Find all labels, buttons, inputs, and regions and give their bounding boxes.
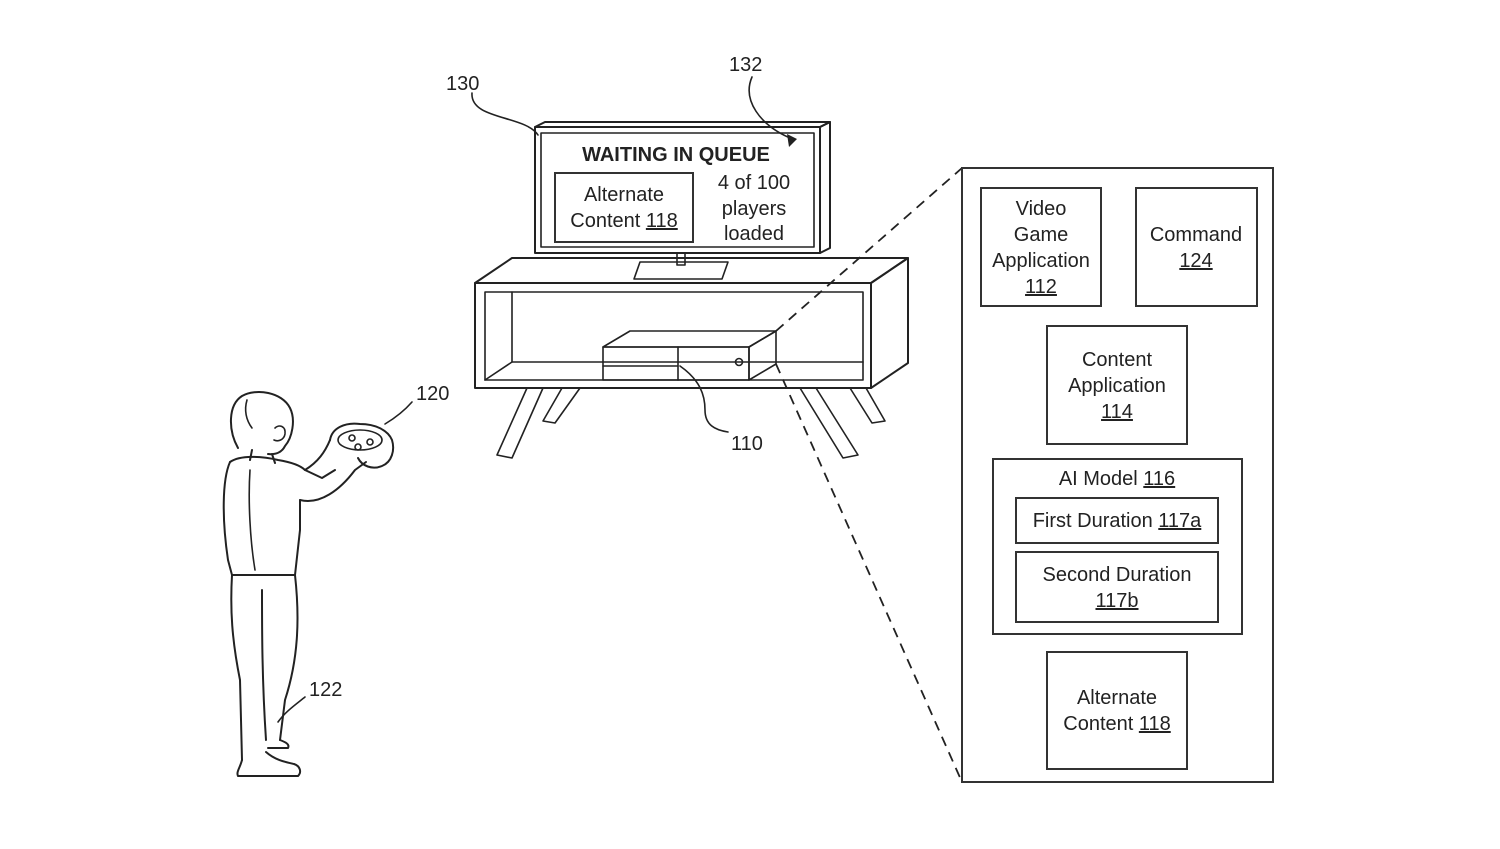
ref-122: 122 — [309, 679, 342, 701]
tv-cabinet — [475, 258, 908, 458]
console-detail-panel: Video Game Application 112 Command 124 C… — [962, 168, 1273, 782]
video-game-line1: Video — [1016, 198, 1067, 220]
alt-content-line1: Alternate — [1077, 687, 1157, 709]
alternate-content-box — [1047, 652, 1187, 769]
game-console — [603, 331, 776, 380]
first-duration-label: First Duration 117a — [1033, 510, 1202, 532]
leader-130 — [472, 93, 538, 135]
second-duration-label: Second Duration — [1043, 564, 1192, 586]
command-label: Command — [1150, 224, 1242, 246]
user-figure — [224, 392, 393, 776]
second-duration-num: 117b — [1095, 590, 1138, 612]
television: WAITING IN QUEUE Alternate Content 118 4… — [535, 122, 830, 279]
content-app-num: 114 — [1101, 401, 1133, 423]
content-app-line2: Application — [1068, 375, 1166, 397]
leader-120 — [385, 402, 412, 424]
zoom-line-bottom — [776, 364, 962, 782]
alt-content-line2: Content 118 — [1063, 713, 1171, 735]
arrow-132 — [787, 134, 797, 147]
video-game-line2: Game — [1014, 224, 1068, 246]
ref-110: 110 — [731, 433, 763, 455]
queue-status-line3: loaded — [724, 223, 784, 245]
queue-status-line2: players — [722, 198, 786, 220]
video-game-num: 112 — [1025, 276, 1057, 298]
ref-120: 120 — [416, 383, 449, 405]
screen-title: WAITING IN QUEUE — [582, 144, 770, 166]
leader-132 — [749, 77, 790, 138]
ref-130: 130 — [446, 73, 479, 95]
zoom-line-top — [776, 168, 962, 331]
ref-132: 132 — [729, 54, 762, 76]
screen-alt-content-line2: Content 118 — [570, 210, 678, 232]
video-game-line3: Application — [992, 250, 1090, 272]
screen-alt-content-line1: Alternate — [584, 184, 664, 206]
queue-status-line1: 4 of 100 — [718, 172, 790, 194]
ai-model-label: AI Model 116 — [1059, 468, 1175, 490]
command-box — [1136, 188, 1257, 306]
leader-110 — [680, 366, 728, 432]
content-app-line1: Content — [1082, 349, 1152, 371]
command-num: 124 — [1179, 250, 1212, 272]
